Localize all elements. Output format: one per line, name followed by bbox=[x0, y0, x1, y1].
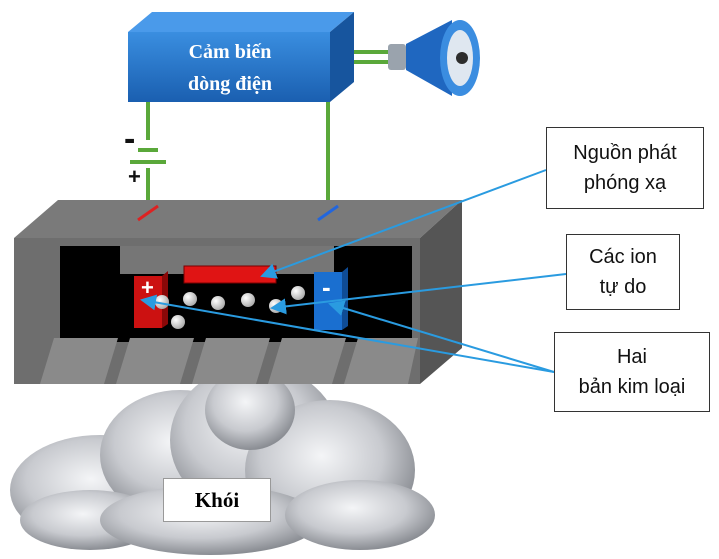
radiation-source bbox=[183, 265, 277, 284]
battery-symbol bbox=[130, 148, 166, 164]
callout-free-ions: Các ion tự do bbox=[566, 234, 680, 310]
callout-radiation-source: Nguồn phát phóng xạ bbox=[546, 127, 704, 209]
battery-minus-sign: - bbox=[124, 120, 136, 158]
negative-plate bbox=[314, 267, 348, 330]
battery-plus-sign: + bbox=[128, 164, 141, 189]
speaker-icon bbox=[388, 20, 480, 96]
negative-plate-sign: - bbox=[322, 272, 331, 302]
callout-metal-plates: Hai bản kim loại bbox=[554, 332, 710, 412]
sensor-label: Cảm biến dòng điện bbox=[188, 41, 272, 95]
positive-plate-sign: + bbox=[141, 275, 154, 300]
callout-arrows bbox=[140, 169, 567, 373]
chamber-slats bbox=[40, 338, 418, 384]
current-sensor-box bbox=[128, 12, 354, 102]
smoke-label: Khói bbox=[163, 478, 271, 522]
cloud-icon bbox=[10, 365, 435, 555]
